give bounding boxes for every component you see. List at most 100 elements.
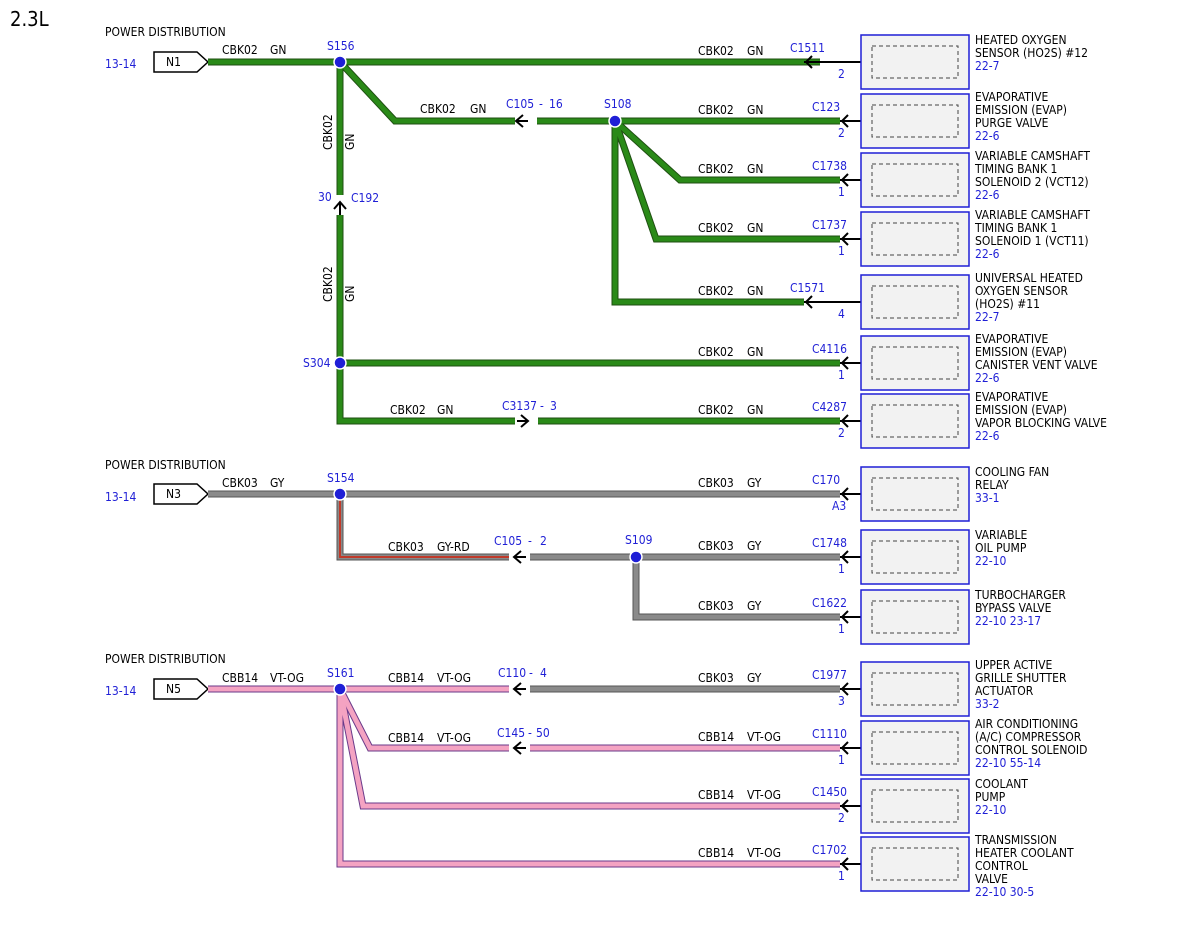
wire-outline — [336, 494, 509, 561]
wire-circuit: CBK02 — [698, 162, 734, 176]
wire-stripe — [339, 498, 509, 558]
connector-label[interactable]: C170 — [812, 473, 840, 487]
connector-dash: - — [528, 534, 532, 548]
component-name-line: PURGE VALVE — [975, 116, 1049, 130]
splice-dot[interactable] — [608, 114, 622, 128]
wire-circuit: CBK03 — [698, 671, 734, 685]
component-name-line: OIL PUMP — [975, 541, 1027, 555]
component-page-ref[interactable]: 33-2 — [975, 697, 1000, 711]
component-page-ref[interactable]: 22-10 — [975, 803, 1006, 817]
component-box[interactable] — [860, 466, 970, 522]
connector-label[interactable]: C4287 — [812, 400, 847, 414]
component-page-ref[interactable]: 22-6 — [975, 429, 1000, 443]
connector-label[interactable]: C105 — [494, 534, 522, 548]
component-name-line: ACTUATOR — [975, 684, 1034, 698]
component-page-ref[interactable]: 22-10 23-17 — [975, 614, 1041, 628]
splice-dot[interactable] — [629, 550, 643, 564]
connector-label[interactable]: C1748 — [812, 536, 847, 550]
component-box[interactable] — [860, 152, 970, 208]
connector-label[interactable]: C1450 — [812, 785, 847, 799]
component-inner — [871, 222, 959, 256]
component-name-line: EMISSION (EVAP) — [975, 345, 1067, 359]
component-box[interactable] — [860, 34, 970, 90]
component-box[interactable] — [860, 778, 970, 834]
component-page-ref[interactable]: 22-6 — [975, 371, 1000, 385]
wire-color: GY — [747, 599, 762, 613]
component-box[interactable] — [860, 393, 970, 449]
wire-gy — [208, 491, 840, 620]
component-page-ref[interactable]: 22-6 — [975, 247, 1000, 261]
wire-outline — [208, 685, 840, 868]
wire-circuit: CBK02 — [222, 43, 258, 57]
component-box[interactable] — [860, 529, 970, 585]
splice-label: S156 — [327, 39, 355, 53]
page-ref[interactable]: 13-14 — [105, 57, 136, 71]
wire-color: GN — [747, 221, 763, 235]
connector-label[interactable]: C123 — [812, 100, 840, 114]
component-name-line: CONTROL — [975, 859, 1028, 873]
component-page-ref[interactable]: 22-10 30-5 — [975, 885, 1034, 899]
connector-arrow-icon — [840, 682, 849, 696]
connector-pin: 50 — [536, 726, 550, 740]
connector-label[interactable]: C105 — [506, 97, 534, 111]
connector-arrow-icon — [804, 295, 813, 309]
wire-circuit: CBK02 — [698, 103, 734, 117]
connector-label[interactable]: C1110 — [812, 727, 847, 741]
component-box[interactable] — [860, 93, 970, 149]
component-name-line: PUMP — [975, 790, 1006, 804]
connector-label[interactable]: C145 — [497, 726, 525, 740]
component-name-line: BYPASS VALVE — [975, 601, 1052, 615]
component-page-ref[interactable]: 22-7 — [975, 59, 1000, 73]
page-ref[interactable]: 13-14 — [105, 684, 136, 698]
splice-dot[interactable] — [333, 356, 347, 370]
connector-label[interactable]: C1977 — [812, 668, 847, 682]
component-box[interactable] — [860, 661, 970, 717]
wire-circuit: CBK03 — [698, 476, 734, 490]
page-ref[interactable]: 13-14 — [105, 490, 136, 504]
connector-label[interactable]: C1511 — [790, 41, 825, 55]
component-inner — [871, 477, 959, 511]
connector-pin: 16 — [549, 97, 563, 111]
component-name-line: EMISSION (EVAP) — [975, 403, 1067, 417]
wire-circuit: CBK02 — [390, 403, 426, 417]
component-box[interactable] — [860, 211, 970, 267]
wire-color: GN — [343, 286, 357, 302]
splice-dot[interactable] — [333, 682, 347, 696]
connector-label[interactable]: C1738 — [812, 159, 847, 173]
connector-label[interactable]: C1571 — [790, 281, 825, 295]
component-page-ref[interactable]: 22-10 — [975, 554, 1006, 568]
splice-dot[interactable] — [333, 487, 347, 501]
connector-label[interactable]: C4116 — [812, 342, 847, 356]
component-name-line: SOLENOID 1 (VCT11) — [975, 234, 1089, 248]
component-page-ref[interactable]: 22-10 55-14 — [975, 756, 1041, 770]
connector-dash: - — [529, 666, 533, 680]
connector-label[interactable]: C110 — [498, 666, 526, 680]
engine-title: 2.3L — [10, 7, 49, 31]
connector-label[interactable]: C1702 — [812, 843, 847, 857]
node-n3-shape — [153, 483, 210, 505]
connector-label[interactable]: C192 — [351, 191, 379, 205]
component-box[interactable] — [860, 589, 970, 645]
component-page-ref[interactable]: 22-7 — [975, 310, 1000, 324]
component-name-line: EVAPORATIVE — [975, 332, 1048, 346]
splice-dot[interactable] — [333, 55, 347, 69]
connector-label[interactable]: C3137 — [502, 399, 537, 413]
connector-pin: 1 — [838, 368, 845, 382]
wire-circuit: CBK03 — [698, 599, 734, 613]
connector-pin: 2 — [540, 534, 547, 548]
component-name-line: COOLING FAN — [975, 465, 1049, 479]
component-box[interactable] — [860, 836, 970, 892]
group-n1: POWER DISTRIBUTION 13-14 N1 — [105, 25, 840, 428]
component-name-line: SENSOR (HO2S) #12 — [975, 46, 1088, 60]
component-box[interactable] — [860, 335, 970, 391]
wire-color: GN — [343, 134, 357, 150]
component-box[interactable] — [860, 720, 970, 776]
connector-label[interactable]: C1622 — [812, 596, 847, 610]
component-inner — [871, 45, 959, 79]
component-page-ref[interactable]: 22-6 — [975, 129, 1000, 143]
connector-label[interactable]: C1737 — [812, 218, 847, 232]
inline-connector-symbol — [512, 741, 526, 755]
component-page-ref[interactable]: 33-1 — [975, 491, 1000, 505]
component-box[interactable] — [860, 274, 970, 330]
component-page-ref[interactable]: 22-6 — [975, 188, 1000, 202]
